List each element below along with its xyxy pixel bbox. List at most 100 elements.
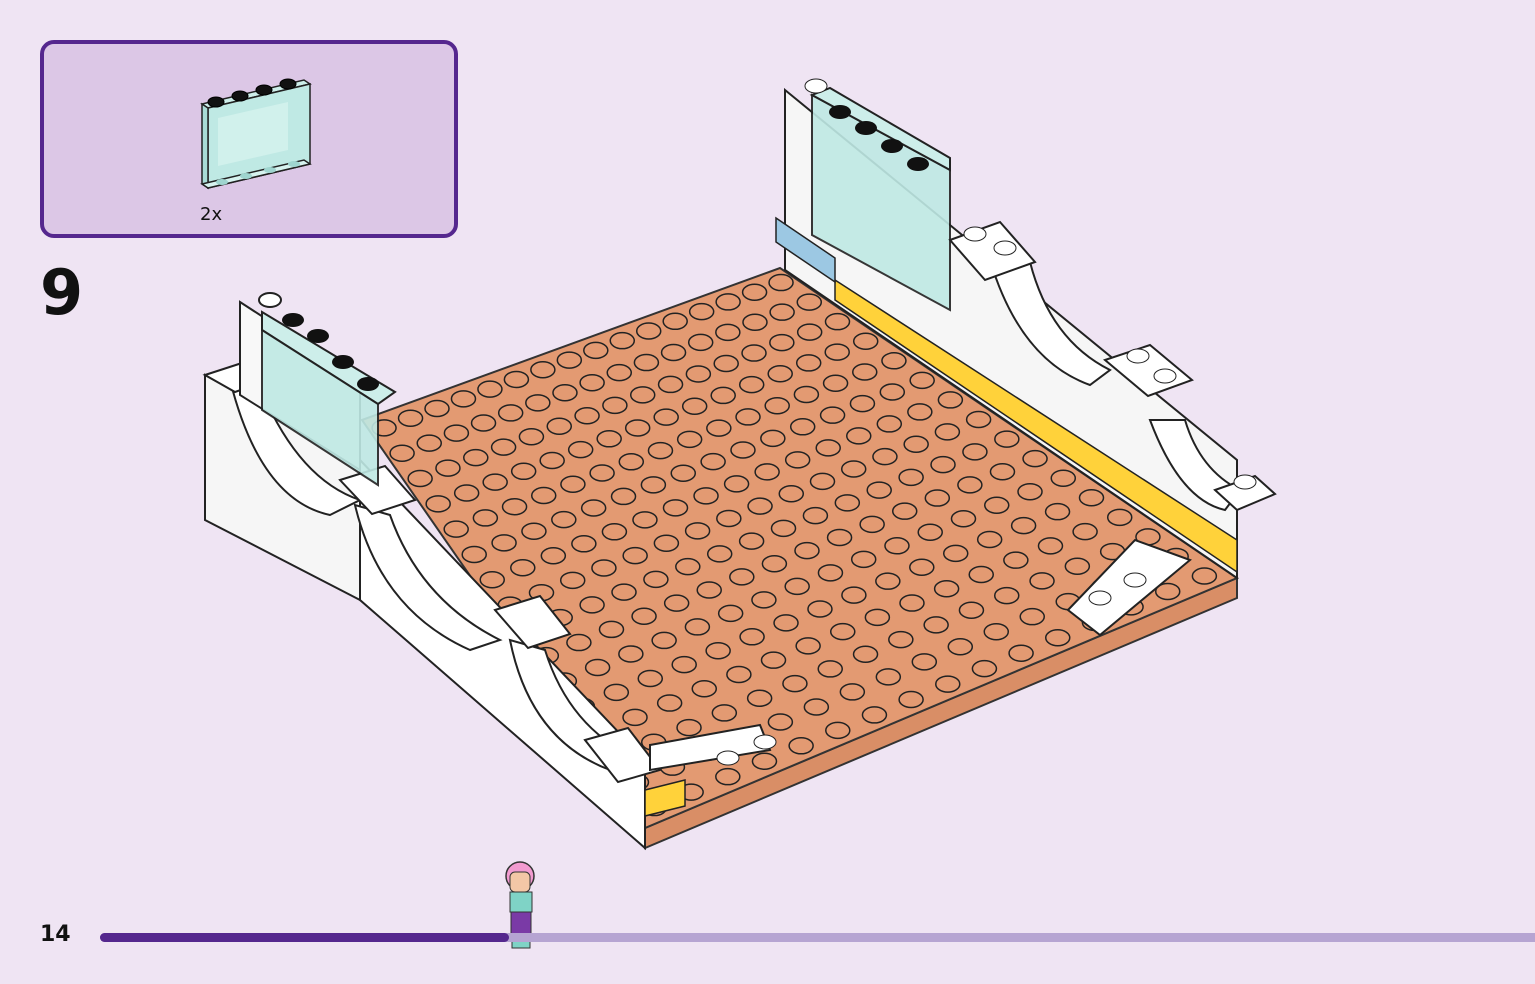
stud	[950, 510, 977, 528]
stud	[676, 430, 703, 449]
stud	[715, 767, 741, 786]
stud	[687, 333, 714, 352]
stud	[1064, 557, 1091, 575]
stud	[571, 535, 597, 553]
stud	[503, 370, 530, 389]
stud	[479, 571, 505, 589]
stud	[830, 622, 856, 641]
stud	[657, 375, 684, 394]
stud	[530, 486, 557, 505]
stud	[609, 331, 636, 350]
stud	[729, 568, 755, 586]
stud	[622, 708, 648, 727]
stud	[796, 323, 823, 341]
stud	[510, 462, 537, 481]
stud	[629, 386, 656, 404]
stud	[866, 481, 892, 499]
left-curved-wall	[202, 360, 686, 851]
stud	[518, 427, 545, 446]
stud	[618, 645, 644, 663]
stud	[663, 594, 690, 612]
stud	[501, 497, 528, 516]
stud	[957, 476, 983, 494]
stud	[397, 409, 424, 427]
stud	[710, 386, 736, 405]
stud	[852, 332, 879, 350]
stud	[559, 571, 586, 590]
stud	[453, 484, 480, 502]
stud	[976, 530, 1003, 549]
stud	[622, 546, 648, 565]
stud	[637, 669, 664, 688]
stud	[497, 404, 524, 422]
stud	[903, 435, 929, 453]
stud	[738, 375, 765, 394]
stud	[676, 718, 702, 737]
stud	[635, 322, 662, 340]
stud	[693, 487, 719, 505]
stud	[881, 352, 907, 370]
stud	[942, 544, 969, 563]
stud	[784, 451, 811, 469]
stud	[769, 303, 795, 321]
stud	[461, 545, 487, 564]
stud	[761, 554, 788, 573]
stud	[968, 565, 994, 584]
stud	[681, 397, 708, 416]
stud	[861, 706, 888, 724]
stud	[741, 283, 768, 301]
page-number: 14	[40, 922, 71, 947]
stud	[795, 354, 822, 372]
stud	[795, 637, 821, 655]
stud	[705, 641, 731, 660]
stud	[739, 628, 765, 646]
plate-studs	[371, 273, 1218, 817]
stud	[1044, 629, 1071, 647]
stud	[477, 380, 503, 398]
stud	[850, 550, 877, 569]
stud	[859, 515, 885, 534]
stud	[834, 494, 861, 512]
stud	[807, 600, 833, 618]
stud	[1044, 502, 1071, 521]
stud	[463, 448, 489, 467]
stud	[691, 680, 718, 698]
stud	[606, 363, 633, 382]
stud	[846, 427, 872, 445]
stud	[983, 622, 1010, 641]
stud	[730, 441, 756, 459]
stud	[647, 441, 674, 460]
stud	[618, 453, 645, 471]
stud	[470, 414, 497, 432]
stud	[675, 557, 701, 576]
stud	[994, 430, 1020, 448]
stud	[788, 737, 814, 755]
stud	[751, 752, 778, 770]
stud	[603, 683, 630, 702]
stud	[789, 418, 816, 436]
stud	[826, 528, 853, 547]
stud	[643, 570, 669, 589]
parts-callout: 2x	[40, 40, 458, 238]
stud	[793, 385, 820, 404]
stud	[662, 499, 689, 517]
stud	[574, 407, 600, 425]
stud	[924, 489, 951, 507]
stud	[888, 630, 914, 649]
stud	[962, 443, 988, 461]
stud	[424, 399, 450, 418]
stud	[852, 645, 879, 663]
stud	[717, 604, 744, 623]
stud	[631, 607, 657, 626]
stud	[1072, 522, 1098, 541]
stud	[767, 713, 794, 731]
stud	[651, 631, 677, 650]
stud	[802, 506, 829, 525]
stud	[711, 704, 738, 722]
stud	[933, 580, 960, 598]
stud	[653, 408, 679, 426]
stud	[907, 403, 933, 421]
stud	[1010, 516, 1037, 535]
back-right-wall	[649, 78, 1277, 772]
stud	[965, 410, 992, 429]
